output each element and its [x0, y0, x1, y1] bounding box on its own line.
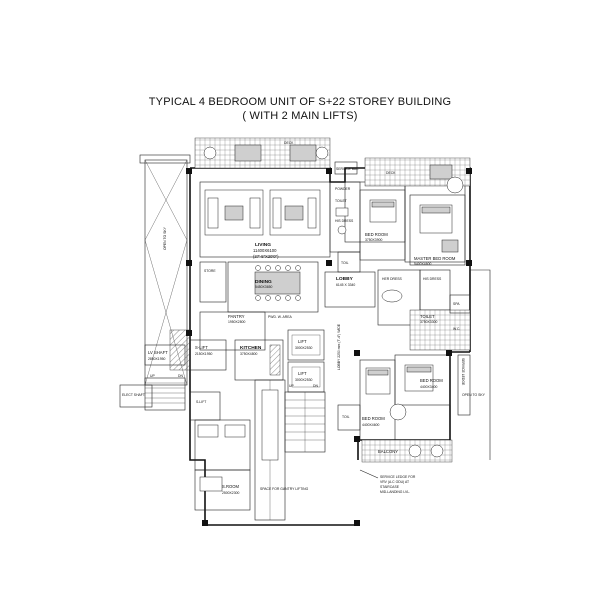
powder-label: POWDER — [335, 187, 351, 191]
master-bed-size: 5400X4600 — [414, 262, 431, 266]
balcony-label: BALCONY — [378, 449, 398, 454]
living-size: 11400X6100 — [253, 248, 277, 253]
lobby: LOBBY 6145 X 3340 — [324, 271, 376, 308]
deck-right-label: DECK — [386, 171, 396, 175]
plan-subtitle: ( WITH 2 MAIN LIFTS) — [242, 110, 358, 122]
service-note: SERVICE LEDGE FOR VRV (A.C ODU) AT STAIR… — [359, 469, 416, 494]
deck-top-label: DECK — [284, 141, 294, 145]
pantry-label: PANTRY — [228, 314, 245, 319]
living-size-ft: (37'-5"X20'0") — [253, 254, 279, 259]
lift-1-label: LIFT — [298, 339, 307, 344]
pwd-wash-label: PWD. W. AREA — [268, 315, 292, 319]
dining-room: DINING 5450X3650 STORE — [199, 261, 319, 313]
kitchen-size: 3750X4800 — [240, 352, 257, 356]
columns — [186, 168, 472, 526]
lv-shaft-size: 2850X1950 — [148, 357, 165, 361]
s-room-label: S.ROOM — [222, 484, 239, 489]
gantry-stair: SPACE FOR GANTRY LIFTING — [254, 379, 309, 521]
kitchen-label: KITCHEN — [240, 345, 262, 351]
toil-2-label: TOIL — [341, 261, 349, 265]
her-dress-label: HER DRESS — [382, 277, 403, 281]
service-ledge-right: SERVICE LEDGE OPEN TO SKY — [457, 269, 491, 460]
servant-area: S.ROOM 2500X2300 — [194, 419, 251, 511]
service-note-2: VRV (A.C ODU) AT — [380, 480, 409, 484]
bed-room-2: BED ROOM 4400X3400 — [394, 354, 451, 406]
toilet-3-label: TOILET — [420, 314, 435, 319]
kitchen: KITCHEN 3750X4800 — [234, 339, 284, 381]
living-room: LIVING 11400X6100 (37'-5"X20'0") — [204, 189, 321, 259]
toilet-label: TOILET — [335, 199, 347, 203]
elec-shaft-label: ELECT SHAFT — [122, 393, 145, 397]
lift-1-size: 3000X2530 — [295, 346, 312, 350]
right-deck: DECK — [364, 157, 471, 194]
s-lift-2-label: S-LIFT — [196, 400, 206, 404]
plan-title: TYPICAL 4 BEDROOM UNIT OF S+22 STOREY BU… — [148, 96, 452, 108]
balcony: BALCONY — [361, 439, 453, 463]
top-deck: DECK SERVICE BAL. — [194, 137, 359, 175]
pantry-size: 1950X2800 — [228, 320, 245, 324]
service-bal-label: SERVICE BAL. — [336, 167, 359, 171]
bed-room-3: BED ROOM 4400X4600 TOIL — [337, 359, 407, 441]
space-gantry-label: SPACE FOR GANTRY LIFTING — [260, 487, 309, 491]
bed-room-3-label: BED ROOM — [362, 416, 385, 421]
lobby-label: LOBBY — [336, 276, 354, 282]
spa-label: SPA — [453, 302, 460, 306]
bed-room-1: BED ROOM 3750X3900 — [359, 189, 406, 261]
toilet-3-size: 3750X3300 — [420, 320, 437, 324]
master-bed-room: MASTER BED ROOM 5400X4600 — [409, 194, 466, 266]
open-to-sky-left-label: OPEN TO SKY — [163, 226, 167, 250]
his-dress-right-label: HIS DRESS — [423, 277, 442, 281]
service-note-3: STAIRCASE — [380, 485, 400, 489]
dress-and-toilet: HER DRESS HIS DRESS TOILET 3750X3300 SPA… — [377, 269, 471, 351]
his-dress-top-label: HIS DRESS — [335, 219, 354, 223]
wc-label: W.C. — [453, 327, 460, 331]
bed-room-3-size: 4400X4600 — [362, 423, 379, 427]
s-room-size: 2500X2300 — [222, 491, 239, 495]
lobby-size: 6145 X 3340 — [336, 283, 355, 287]
lv-shaft-label: LV SHAFT — [148, 350, 168, 355]
master-bed-label: MASTER BED ROOM — [414, 256, 456, 261]
dn-2-label: DN — [313, 384, 318, 388]
pantry: PANTRY 1950X2800 PWD. W. AREA — [199, 311, 292, 351]
dining-label: DINING — [255, 279, 272, 285]
open-to-sky-right-label: OPEN TO SKY — [462, 393, 486, 397]
up-2-label: UP — [289, 384, 294, 388]
dn-label: DN — [178, 374, 183, 378]
living-label: LIVING — [255, 242, 271, 248]
service-ledge-label: SERVICE LEDGE — [461, 358, 465, 386]
s-lift-size: 2150X1950 — [195, 352, 212, 356]
staircase-left — [144, 377, 186, 411]
store-label: STORE — [204, 269, 216, 273]
service-note-1: SERVICE LEDGE FOR — [380, 475, 416, 479]
service-core: LV SHAFT 2850X1950 S-LIFT 2150X1950 UP D… — [119, 329, 227, 421]
main-lifts: LIFT 3000X2530 LIFT 3000X2530 LOBBY 2250… — [287, 323, 341, 393]
lobby-corridor-label: LOBBY 2250 mm (7'-4") WIDE — [337, 323, 341, 370]
lift-2-size: 3000X2530 — [295, 378, 312, 382]
lift-2-label: LIFT — [298, 371, 307, 376]
bed-room-2-size: 4400X3400 — [420, 385, 437, 389]
staircase-center: UP DN — [284, 384, 326, 453]
toil-4-label: TOIL — [342, 415, 350, 419]
service-note-4: MID-LANDING LVL. — [380, 490, 410, 494]
s-lift-label: S-LIFT — [195, 345, 208, 350]
open-to-sky-left-shaft: OPEN TO SKY — [139, 154, 191, 386]
bed-room-1-size: 3750X3900 — [365, 238, 382, 242]
up-label: UP — [150, 374, 155, 378]
bed-room-1-label: BED ROOM — [365, 232, 388, 237]
dining-size: 5450X3650 — [255, 285, 272, 289]
bed-room-2-label: BED ROOM — [420, 378, 443, 383]
